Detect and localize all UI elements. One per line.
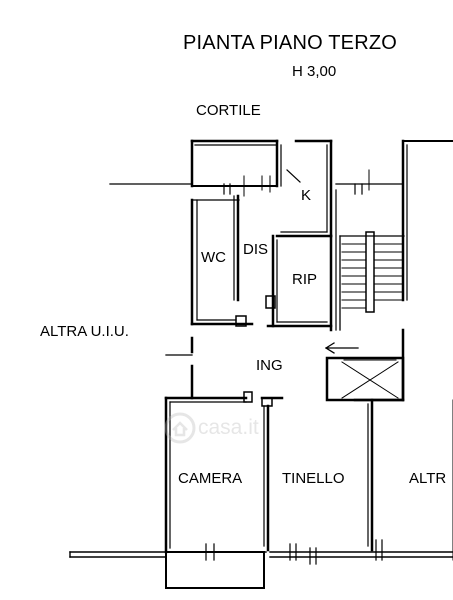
door-k — [286, 169, 301, 183]
room-label-ing: ING — [256, 357, 283, 374]
courtyard-label: CORTILE — [196, 102, 261, 119]
room-label-camera: CAMERA — [178, 470, 243, 487]
watermark: casa.it — [160, 408, 300, 448]
stair-treads — [341, 243, 403, 309]
window-tinello-2 — [375, 539, 383, 561]
pillar-wc — [235, 315, 247, 327]
left-unit-label: ALTRA U.I.U. — [40, 323, 129, 340]
ceiling-height-label: H 3,00 — [292, 63, 337, 80]
pillar-ing — [243, 391, 253, 403]
stair-spine — [365, 231, 375, 313]
casa-logo-icon — [164, 412, 196, 444]
pillar-rip — [265, 295, 276, 309]
stair-arrow — [325, 342, 359, 354]
room-label-k: K — [301, 187, 312, 204]
balcony-camera — [165, 551, 265, 589]
door-mark-1 — [261, 175, 271, 193]
plan-title: PIANTA PIANO TERZO — [183, 33, 398, 53]
watermark-text: casa.it — [198, 416, 259, 439]
elevator-cross — [341, 361, 399, 399]
room-label-rip: RIP — [292, 271, 318, 288]
door-mark-2 — [223, 183, 231, 195]
window-camera — [205, 543, 215, 561]
window-tinello — [289, 543, 317, 565]
door-mark-3 — [354, 183, 363, 195]
right-unit-label: ALTR — [409, 470, 447, 487]
room-label-wc: WC — [201, 249, 226, 266]
room-label-dis: DIS — [243, 241, 269, 258]
room-label-tinello: TINELLO — [282, 470, 345, 487]
